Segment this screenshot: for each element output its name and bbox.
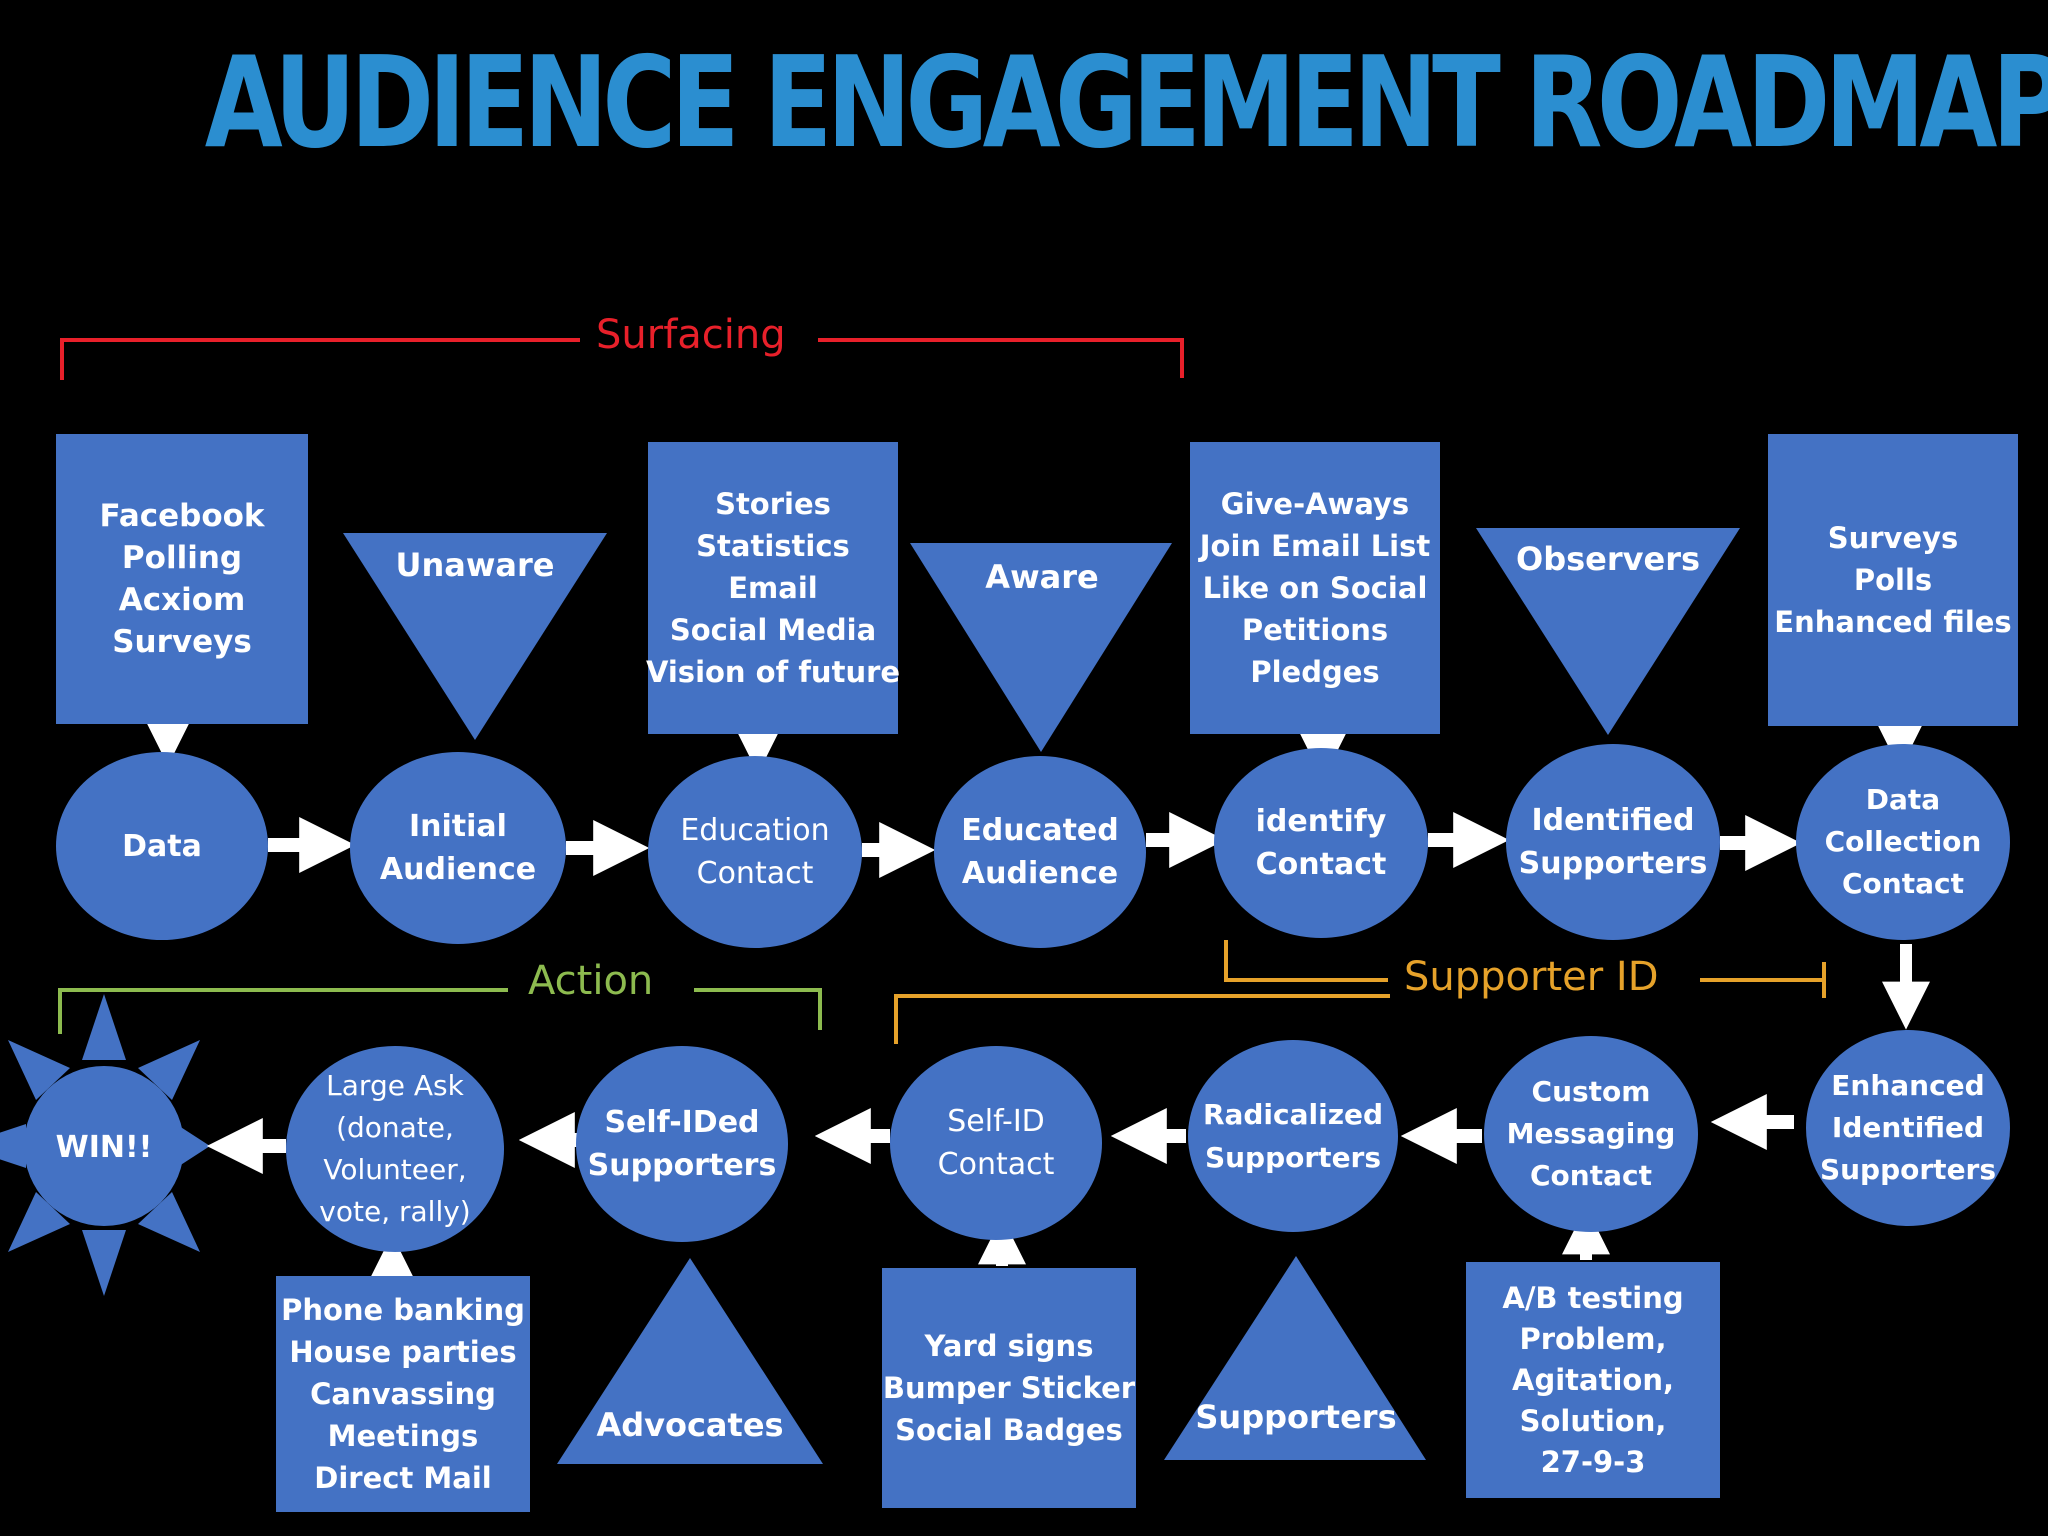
top-flow-arrows <box>268 812 1802 878</box>
triangle-advocates <box>557 1258 823 1464</box>
label-unaware: Unaware <box>395 546 555 584</box>
circle-data: Data <box>56 752 268 940</box>
label-observers: Observers <box>1515 540 1701 578</box>
triangle-observers <box>1476 528 1740 735</box>
box-up-arrows <box>368 1206 1610 1283</box>
surfacing-bracket <box>60 338 1184 380</box>
triangle-aware <box>910 543 1172 752</box>
win-sun <box>0 994 210 1296</box>
win-label: WIN!! <box>55 1130 153 1165</box>
label-supporters: Supporters <box>1195 1398 1397 1436</box>
label-advocates: Advocates <box>596 1406 784 1444</box>
action-bracket <box>58 988 822 1034</box>
bottom-flow-arrows <box>206 1094 1794 1174</box>
triangle-supporters <box>1164 1256 1426 1460</box>
supporter-id-bracket <box>894 940 1826 1044</box>
phase-supporter-id-label: Supporter ID <box>1392 954 1671 1000</box>
label-aware: Aware <box>985 558 1099 596</box>
triangle-unaware <box>343 533 607 740</box>
phase-action-label: Action <box>516 958 666 1004</box>
page-title: AUDIENCE ENGAGEMENT ROADMAP <box>204 29 2048 176</box>
phase-surfacing-label: Surfacing <box>584 312 798 358</box>
circle-large-ask: Large Ask(donate,Volunteer,vote, rally) <box>286 1046 504 1252</box>
